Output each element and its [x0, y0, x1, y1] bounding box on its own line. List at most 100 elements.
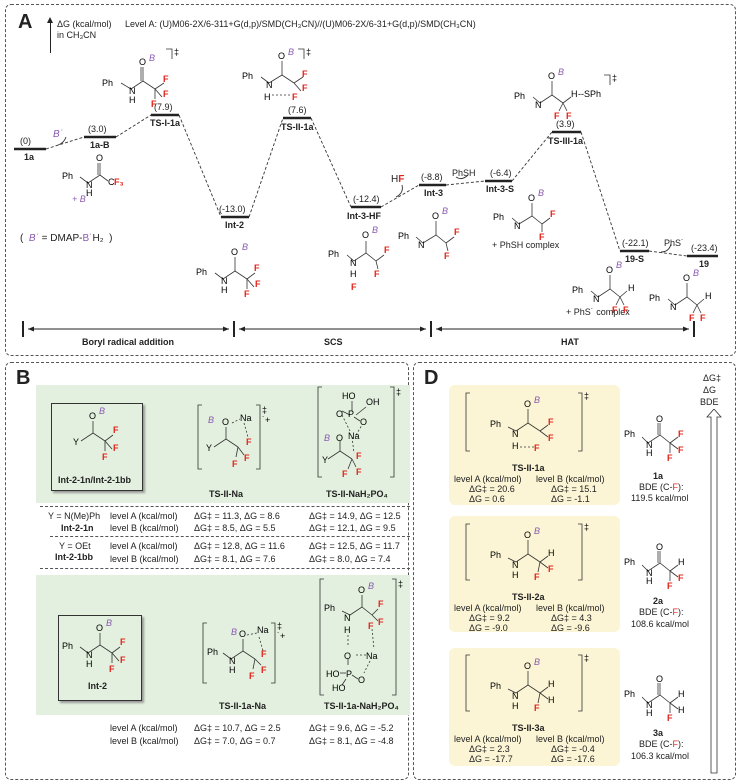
axis-label-1: ΔG (kcal/mol) [57, 19, 112, 29]
svg-text:Ph: Ph [328, 249, 339, 259]
phs-complex-label: + PhS˙ complex [566, 307, 630, 317]
energy-axis-arrow [50, 21, 51, 53]
svg-text:B: B [288, 47, 294, 57]
svg-text:H: H [548, 548, 555, 558]
svg-text:F: F [292, 92, 298, 102]
ts-card-1a [449, 385, 620, 505]
svg-text:F: F [623, 305, 629, 315]
level-b-label: level B (kcal/mol) [536, 734, 605, 744]
bde-label: BDE (C-F): [639, 482, 684, 492]
svg-text:F: F [163, 74, 169, 84]
energy-axis-arrowhead-icon [47, 17, 53, 23]
svg-text:F: F [667, 713, 673, 723]
svg-text:O: O [656, 543, 663, 552]
label-Int-3: Int-3 [424, 188, 443, 198]
svg-text:O: O [89, 411, 96, 421]
panel-a: A ΔG (kcal/mol) in CH₃CN Level A: (U)M06… [5, 4, 736, 356]
svg-text:H: H [86, 188, 93, 198]
panel-b-letter: B [16, 367, 31, 389]
svg-text:H: H [221, 285, 228, 295]
struct-label-int-2-1n: Int-2-1n/Int-2-1bb [58, 475, 131, 485]
label-Int-3-HF: Int-3-HF [347, 211, 381, 221]
svg-text:B: B [368, 581, 374, 591]
svg-text:˙+: ˙+ [262, 415, 270, 425]
svg-text:F: F [261, 665, 267, 675]
label-1a-B: 1a-B [90, 140, 110, 150]
svg-text:F: F [356, 467, 362, 477]
svg-text:O: O [528, 193, 535, 203]
svg-text:F: F [554, 111, 560, 121]
svg-text:O: O [358, 675, 365, 685]
level-b-label: level B (kcal/mol) [536, 603, 605, 613]
connector [248, 117, 284, 218]
svg-text:F: F [378, 617, 384, 627]
svg-text:H: H [705, 291, 712, 301]
svg-text:N: N [535, 100, 542, 110]
svg-text:F: F [550, 209, 556, 219]
level-a-dg: ΔG = 0.6 [469, 494, 505, 504]
struct-label-ts-ii-1a-na: TS-II-1a-Na [219, 701, 267, 711]
svg-text:F: F [113, 443, 119, 453]
svg-text:H: H [344, 625, 351, 635]
svg-text:N: N [512, 691, 519, 701]
mol-TS-II-1a [260, 48, 305, 96]
bde-value: 119.5 kcal/mol [631, 493, 689, 503]
svg-text:F: F [120, 637, 126, 647]
svg-text:F: F [232, 459, 238, 469]
energy-1a: (0) [20, 136, 31, 146]
level-a-label: level A (kcal/mol) [454, 603, 522, 613]
svg-text:F: F [246, 437, 252, 447]
svg-text:F: F [302, 83, 308, 93]
svg-text:‡: ‡ [396, 387, 401, 397]
svg-text:N: N [86, 180, 93, 190]
connector [648, 250, 688, 257]
svg-text:O: O [360, 417, 367, 427]
svg-text:N: N [512, 429, 519, 439]
svg-text:F: F [534, 443, 540, 453]
svg-text:H: H [646, 708, 653, 718]
svg-text:F: F [368, 621, 374, 631]
level-a-dg-ts: ΔG‡ = 20.6 [469, 484, 515, 494]
level-label: level A (kcal/mol) [110, 541, 178, 551]
svg-text:N: N [646, 440, 653, 450]
level-b-dg-ts: ΔG‡ = 15.1 [551, 484, 597, 494]
connector [580, 131, 621, 252]
svg-text:N: N [350, 258, 357, 268]
svg-text:O: O [524, 661, 531, 671]
svg-text:F: F [261, 649, 267, 659]
level-b-dg: ΔG = -1.1 [551, 494, 590, 504]
ts-card-2a [449, 516, 620, 632]
svg-text:B: B [534, 657, 540, 667]
svg-text:F: F [249, 671, 255, 681]
svg-text:N: N [221, 276, 228, 286]
label-19: 19 [699, 259, 710, 269]
level-label: level B (kcal/mol) [110, 554, 179, 564]
svg-text:F: F [102, 452, 108, 462]
label-TS-III-1a: TS-III-1a [548, 136, 584, 146]
label-Int-2: Int-2 [225, 220, 244, 230]
level-label: level B (kcal/mol) [110, 736, 179, 746]
svg-text:F: F [454, 227, 460, 237]
svg-text:O: O [96, 623, 103, 633]
value-na: ΔG‡ = 8.5, ΔG = 5.5 [194, 523, 276, 533]
svg-text:F: F [254, 263, 260, 273]
svg-text:F: F [374, 269, 380, 279]
svg-text:‡: ‡ [398, 579, 403, 589]
axis-label-2: in CH₃CN [57, 30, 97, 40]
svg-text:H: H [646, 448, 653, 458]
svg-text:P: P [348, 409, 354, 419]
svg-text:F: F [302, 69, 308, 79]
product-label: 2a [653, 596, 664, 606]
struct-label-ts-ii-na: TS-II-Na [209, 489, 244, 499]
svg-text:N: N [512, 560, 519, 570]
svg-text:‡: ‡ [306, 47, 311, 57]
svg-text:Ph: Ph [62, 171, 73, 181]
svg-text:F: F [534, 703, 540, 713]
connector [380, 184, 420, 208]
phase-label-hat: HAT [561, 337, 579, 347]
